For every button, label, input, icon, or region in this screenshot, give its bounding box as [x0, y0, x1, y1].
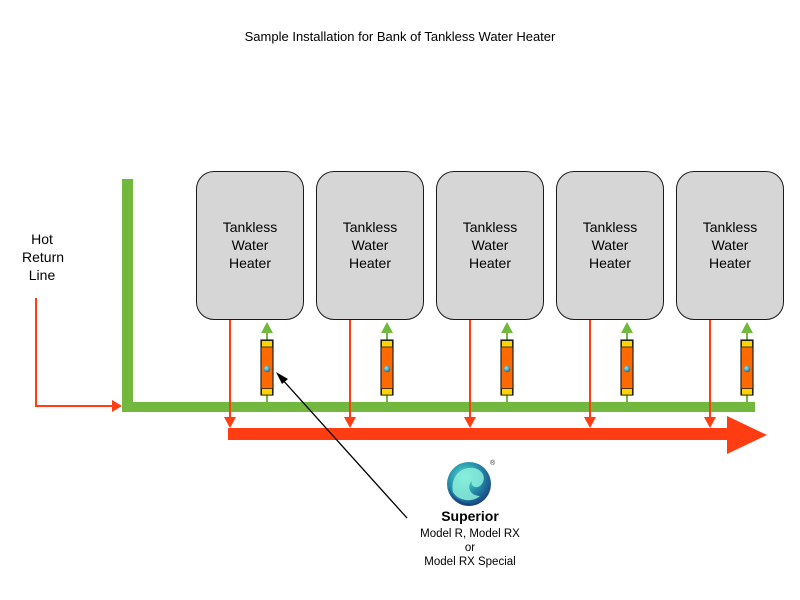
filter-device-icon: [620, 339, 634, 396]
heater-label-line: Tankless: [342, 219, 398, 235]
heater-label-line: Water: [231, 237, 269, 253]
hot-outlet-arrowhead: [704, 417, 716, 428]
heater-label-line: Tankless: [582, 219, 638, 235]
cold-inlet-arrowhead: [381, 322, 393, 333]
hot-outlet-arrowhead: [464, 417, 476, 428]
heater-label-line: Water: [471, 237, 509, 253]
hot-supply-line: [228, 428, 730, 440]
pointer-line: [280, 377, 408, 519]
brand-models: Model R, Model RX or Model RX Special: [380, 527, 560, 569]
filter-device-icon: [740, 339, 754, 396]
filter-device-icon: [380, 339, 394, 396]
cold-inlet-arrowhead: [621, 322, 633, 333]
side-label-line: Hot: [31, 231, 53, 247]
side-label-line: Line: [28, 267, 56, 283]
heater-label-line: Water: [711, 237, 749, 253]
hot-supply-arrowhead: [727, 416, 767, 454]
filter-device-icon: [260, 339, 274, 396]
cold-manifold-vertical: [122, 179, 133, 412]
heater-label-line: Heater: [708, 255, 752, 271]
brand-model-line: Model RX Special: [424, 556, 516, 568]
brand-name: Superior: [441, 508, 499, 524]
cold-inlet-arrowhead: [261, 322, 273, 333]
heater-label-line: Heater: [228, 255, 272, 271]
heater-label-line: Tankless: [222, 219, 278, 235]
hot-return-line: [35, 298, 112, 407]
cold-inlet-arrowhead: [501, 322, 513, 333]
superior-logo-icon: [447, 462, 491, 506]
diagram-title: Sample Installation for Bank of Tankless…: [244, 29, 556, 44]
hot-return-arrowhead: [112, 400, 122, 412]
registered-mark: ®: [490, 459, 496, 467]
hot-return-line-label: Hot Return Line: [22, 230, 65, 284]
hot-outlet-arrowhead: [224, 417, 236, 428]
side-label-line: Return: [22, 249, 65, 265]
hot-outlet-arrowhead: [584, 417, 596, 428]
hot-outlet-arrowhead: [344, 417, 356, 428]
heater-label-line: Heater: [348, 255, 392, 271]
heater-label-line: Water: [351, 237, 389, 253]
brand-model-line: or: [464, 542, 476, 554]
heater-label-line: Tankless: [462, 219, 518, 235]
heater-label-line: Heater: [468, 255, 512, 271]
cold-inlet-arrowhead: [741, 322, 753, 333]
brand-model-line: Model R, Model RX: [420, 528, 520, 540]
heater-label-line: Water: [591, 237, 629, 253]
filter-device-icon: [500, 339, 514, 396]
cold-manifold-horizontal: [122, 402, 755, 412]
heater-label-line: Heater: [588, 255, 632, 271]
heater-label-line: Tankless: [702, 219, 758, 235]
pointer-arrowhead: [276, 372, 288, 384]
